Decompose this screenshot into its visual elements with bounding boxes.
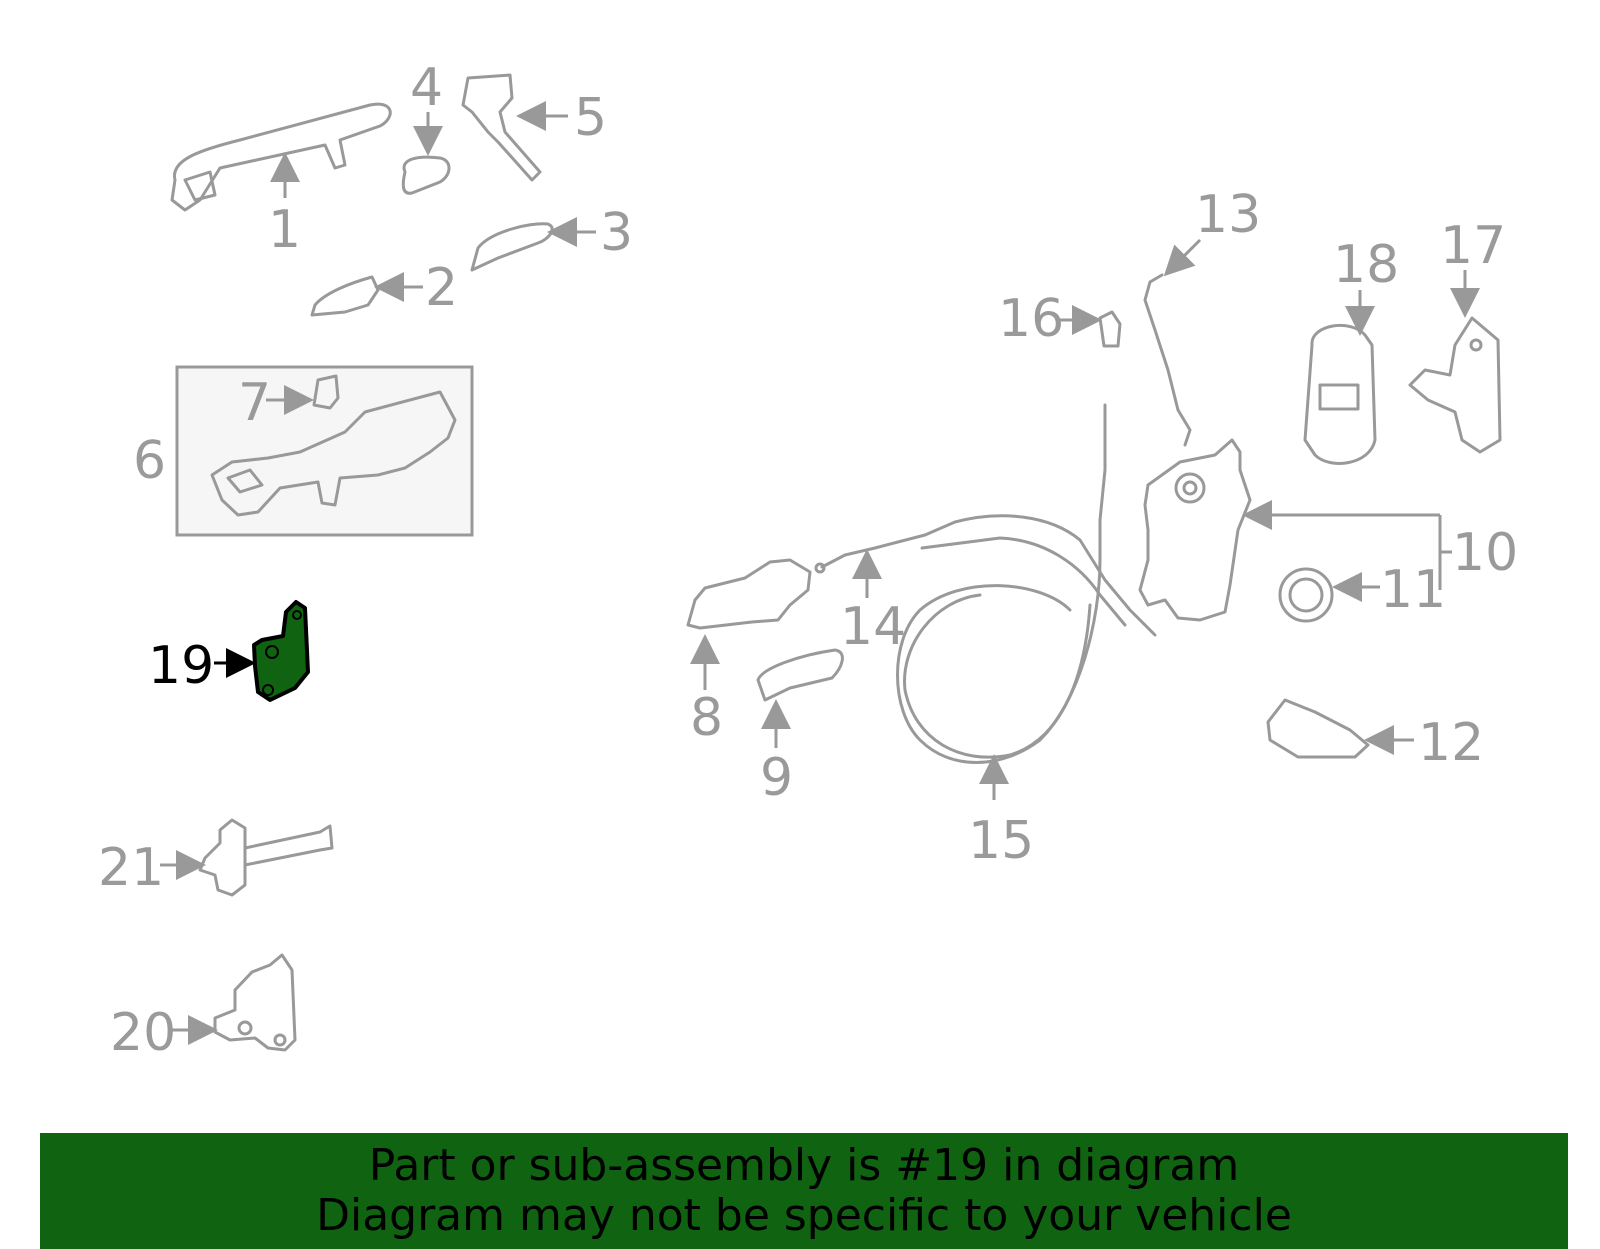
info-banner: Part or sub-assembly is #19 in diagram D… bbox=[40, 1133, 1568, 1249]
callout-12: 12 bbox=[1418, 713, 1484, 773]
callout-14: 14 bbox=[840, 597, 906, 657]
part-13-rod[interactable] bbox=[1143, 238, 1202, 447]
part-21-door-check[interactable] bbox=[160, 818, 334, 897]
callout-4: 4 bbox=[410, 58, 443, 118]
callout-19: 19 bbox=[148, 636, 214, 696]
part-1-outside-handle[interactable] bbox=[170, 102, 392, 212]
part-19-hinge-highlighted[interactable] bbox=[214, 600, 310, 702]
part-3-bezel[interactable] bbox=[470, 217, 596, 272]
part-8-inside-handle[interactable] bbox=[686, 558, 812, 690]
part-10-latch[interactable] bbox=[1138, 438, 1452, 622]
callout-7: 7 bbox=[238, 373, 271, 433]
part-14-cable[interactable] bbox=[814, 514, 1157, 637]
part-16-grommet[interactable] bbox=[1058, 305, 1122, 348]
part-4-cap[interactable] bbox=[401, 112, 451, 195]
part-18-striker-plate[interactable] bbox=[1303, 290, 1377, 465]
callout-6: 6 bbox=[133, 431, 166, 491]
callout-3: 3 bbox=[600, 203, 633, 263]
banner-line-1: Part or sub-assembly is #19 in diagram bbox=[368, 1140, 1240, 1191]
part-17-striker[interactable] bbox=[1408, 270, 1502, 454]
banner-line-2: Diagram may not be specific to your vehi… bbox=[316, 1190, 1292, 1241]
callout-8: 8 bbox=[690, 688, 723, 748]
part-9-bezel[interactable] bbox=[756, 648, 844, 748]
part-15-cable-loop[interactable] bbox=[896, 403, 1107, 800]
part-5-lock-cylinder[interactable] bbox=[461, 73, 568, 182]
part-11-seal[interactable] bbox=[1278, 567, 1380, 623]
part-2-cover[interactable] bbox=[310, 272, 423, 317]
callout-20: 20 bbox=[110, 1003, 176, 1063]
callout-17: 17 bbox=[1440, 216, 1506, 276]
callout-10: 10 bbox=[1452, 523, 1518, 583]
callout-13: 13 bbox=[1195, 185, 1261, 245]
part-12-switch[interactable] bbox=[1266, 698, 1414, 759]
part-7-clip[interactable] bbox=[266, 374, 340, 415]
callout-1: 1 bbox=[268, 200, 301, 260]
callout-5: 5 bbox=[574, 88, 607, 148]
callout-11: 11 bbox=[1380, 560, 1446, 620]
part-20-hinge[interactable] bbox=[170, 953, 297, 1052]
part-6-handle-bracket-assembly[interactable] bbox=[175, 365, 474, 537]
callout-18: 18 bbox=[1333, 235, 1399, 295]
callout-9: 9 bbox=[760, 748, 793, 808]
callout-16: 16 bbox=[998, 289, 1064, 349]
callout-15: 15 bbox=[968, 811, 1034, 871]
callout-21: 21 bbox=[98, 838, 164, 898]
callout-2: 2 bbox=[425, 258, 458, 318]
